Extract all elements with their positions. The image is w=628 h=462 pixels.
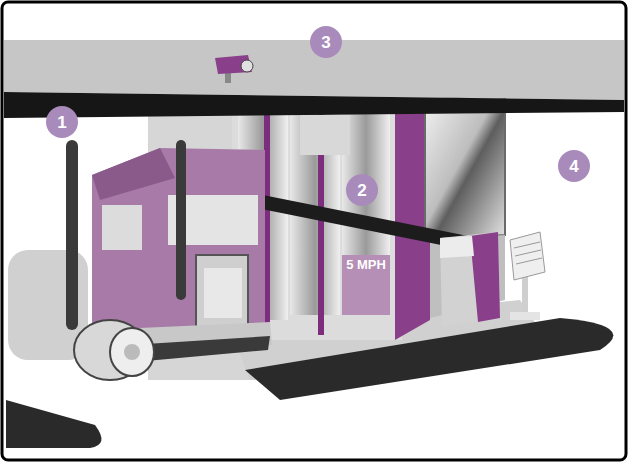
speed-sign: 5 MPH: [346, 258, 386, 272]
callout-number: 3: [310, 26, 342, 58]
callout-number: 4: [558, 150, 590, 182]
callout-number: 2: [346, 174, 378, 206]
callout-number: 1: [46, 106, 78, 138]
